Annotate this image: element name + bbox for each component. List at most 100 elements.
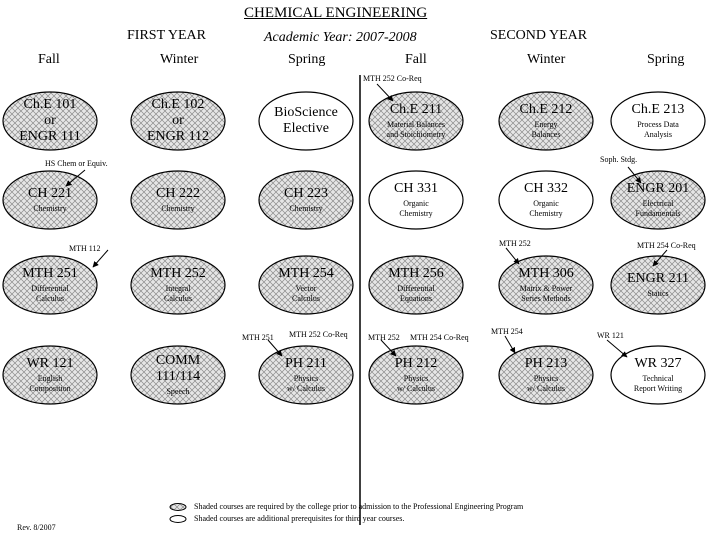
course-comm111-114-ellipse (130, 345, 226, 405)
course-code: MTH 252 (150, 266, 206, 282)
course-code: CH 223 (284, 186, 328, 202)
course-ch222-ellipse (130, 170, 226, 230)
term-label-winter-1: Winter (160, 52, 199, 67)
first-year-header: FIRST YEAR (127, 28, 206, 43)
course-engr211-ellipse (610, 255, 706, 315)
term-label-spring-1: Spring (288, 52, 326, 67)
course-mth251-ellipse (2, 255, 98, 315)
course-description: Electrical Fundamentals (635, 199, 681, 219)
note-wr121: WR 121 (597, 331, 624, 340)
course-description: Organic Chemistry (529, 199, 563, 219)
course-che213-ellipse (610, 91, 706, 151)
course-description: Organic Chemistry (399, 199, 433, 219)
arrow-mth251-to-ph211 (267, 339, 283, 357)
course-description: Technical Report Writing (633, 374, 683, 394)
term-label-spring-2: Spring (647, 52, 685, 67)
course-bioscience-elective: BioScience Elective (259, 92, 353, 150)
note-soph-stdg: Soph. Stdg. (600, 155, 638, 164)
course-mth252-ellipse (130, 255, 226, 315)
course-description: Chemistry (33, 204, 67, 214)
chart-title: CHEMICAL ENGINEERING (244, 5, 428, 21)
course-ch332-ellipse (498, 170, 594, 230)
note-mth254-coreq-2: MTH 254 Co-Req (410, 333, 469, 342)
course-description: Material Balances and Stoichiometry (386, 120, 446, 140)
course-che101-engr111: Ch.E 101 or ENGR 111 (3, 92, 97, 150)
course-code: MTH 251 (22, 266, 78, 282)
course-ph211-ellipse (258, 345, 354, 405)
course-code: MTH 254 (278, 266, 334, 282)
course-description: Statics (647, 289, 669, 299)
course-che102-engr112-ellipse (130, 91, 226, 151)
arrow-hschem-to-ch221 (65, 169, 86, 187)
academic-year-header: Academic Year: 2007-2008 (264, 30, 417, 45)
course-code: CH 331 (394, 181, 438, 197)
arrow-mth254-to-engr211 (652, 249, 668, 267)
course-wr121-ellipse (2, 345, 98, 405)
note-hs-chem: HS Chem or Equiv. (45, 159, 108, 168)
arrow-mth112-to-mth251 (92, 249, 109, 268)
legend-swatch-shaded (169, 503, 187, 511)
legend-text-plain: Shaded courses are additional prerequisi… (194, 514, 405, 523)
course-code: PH 211 (285, 356, 327, 372)
course-ph212-ellipse (368, 345, 464, 405)
note-mth252-coreq: MTH 252 Co-Req (363, 74, 422, 83)
course-engr201-ellipse (610, 170, 706, 230)
revision-label: Rev. 8/2007 (17, 523, 56, 532)
course-description: Vector Calculus (292, 284, 320, 304)
course-ch331-ellipse (368, 170, 464, 230)
course-code: COMM 111/114 (155, 353, 201, 385)
note-mth254: MTH 254 (491, 327, 523, 336)
note-mth112: MTH 112 (69, 244, 101, 253)
course-description: Energy Balances (531, 120, 561, 140)
course-code: Ch.E 102 or ENGR 112 (146, 96, 210, 145)
legend-swatch-plain (169, 515, 187, 523)
course-code: ENGR 211 (626, 271, 690, 287)
course-mth254-ellipse (258, 255, 354, 315)
course-description: Physics w/ Calculus (527, 374, 565, 394)
course-description: Differential Equations (397, 284, 435, 304)
course-code: PH 213 (524, 356, 568, 372)
course-mth306-ellipse (498, 255, 594, 315)
prereq-arrows (65, 83, 668, 358)
course-description: Process Data Analysis (637, 120, 679, 140)
note-mth254-coreq: MTH 254 Co-Req (637, 241, 696, 250)
note-mth252-2: MTH 252 (368, 333, 400, 342)
course-wr327-ellipse (610, 345, 706, 405)
course-code: CH 222 (156, 186, 200, 202)
course-code: Ch.E 213 (631, 102, 685, 118)
course-code: PH 212 (394, 356, 438, 372)
arrow-wr121-to-wr327 (606, 339, 628, 358)
course-description: Speech (166, 387, 190, 397)
course-ch223-ellipse (258, 170, 354, 230)
course-description: English Composition (29, 374, 71, 394)
note-mth252-coreq-2: MTH 252 Co-Req (289, 330, 348, 339)
legend-text-shaded: Shaded courses are required by the colle… (194, 502, 524, 511)
arrow-mth254-to-ph213 (504, 335, 516, 354)
course-code: BioScience Elective (274, 104, 338, 136)
course-code: CH 221 (28, 186, 72, 202)
second-year-header: SECOND YEAR (490, 28, 588, 43)
note-mth252: MTH 252 (499, 239, 531, 248)
course-code: WR 327 (634, 356, 682, 372)
course-description: Differential Calculus (31, 284, 69, 304)
course-ph213-ellipse (498, 345, 594, 405)
term-label-fall-1: Fall (38, 52, 60, 67)
